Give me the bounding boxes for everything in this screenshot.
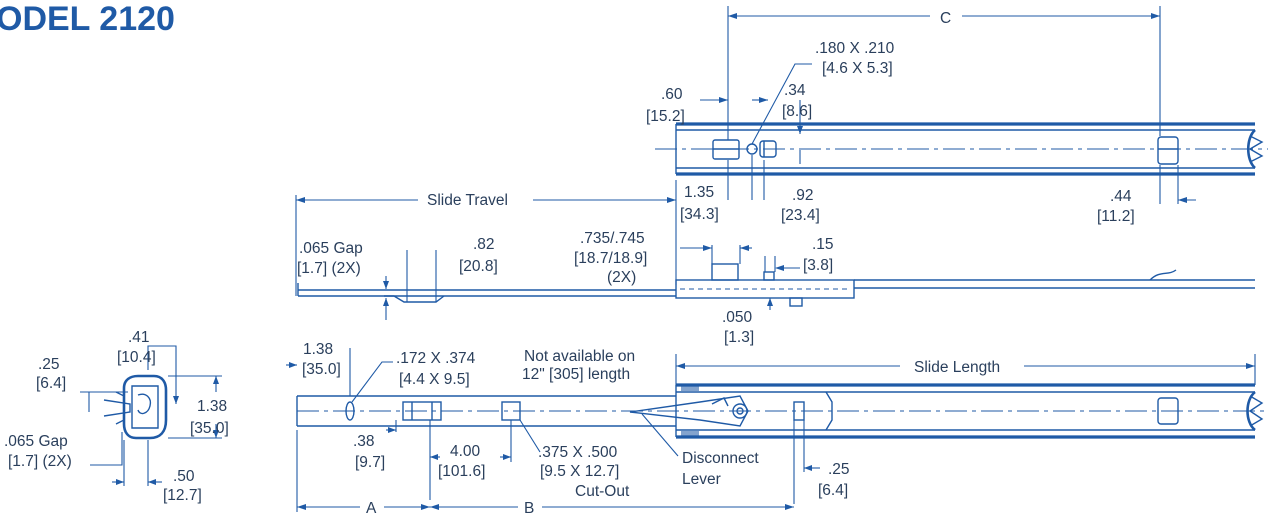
- dim-050: .050: [722, 309, 753, 326]
- dimension-slide-travel: [295, 180, 677, 296]
- dim-025a-mm: [6.4]: [36, 375, 66, 392]
- dim-060: .60: [661, 86, 683, 103]
- label-slide-length: Slide Length: [914, 359, 1000, 376]
- dimension-c: [727, 6, 1161, 140]
- model-title: ODEL 2120: [0, 0, 175, 38]
- dim-050-mm: [1.3]: [724, 329, 754, 346]
- dim-015-mm: [3.8]: [803, 257, 833, 274]
- lever-label-2: Lever: [682, 471, 721, 488]
- cutout-size-mm: [9.5 X 12.7]: [540, 463, 619, 480]
- cross-section-view: [103, 374, 168, 440]
- hole-size-mm: [4.6 X 5.3]: [822, 60, 893, 77]
- gap-top-mm: [1.7] (2X): [297, 260, 361, 277]
- gap-top: .065 Gap: [299, 240, 363, 257]
- dim-082-mm: [20.8]: [459, 258, 498, 275]
- dim-044-mm: [11.2]: [1097, 208, 1135, 225]
- label-slide-travel: Slide Travel: [427, 192, 508, 209]
- dim-135-mm: [34.3]: [680, 206, 719, 223]
- dim-735: .735/.745: [580, 230, 645, 247]
- top-view-rail: [655, 122, 1268, 176]
- bottom-view-slide: [296, 383, 1268, 439]
- dim-138: 1.38: [303, 341, 333, 358]
- lever-label-1: Disconnect: [682, 450, 759, 467]
- slot-size: .172 X .374: [396, 350, 476, 367]
- label-a: A: [366, 500, 377, 514]
- cutout-size: .375 X .500: [538, 444, 618, 461]
- dim-041-mm: [10.4]: [117, 349, 156, 366]
- dim-735-mm: [18.7/18.9]: [574, 250, 647, 267]
- dim-038: .38: [353, 433, 375, 450]
- label-c: C: [940, 10, 951, 27]
- dim-135: 1.35: [684, 184, 714, 201]
- dim-034-mm: [8.6]: [782, 103, 812, 120]
- gap-side: .065 Gap: [4, 433, 68, 450]
- dim-050s: .50: [173, 468, 195, 485]
- label-b: B: [524, 500, 534, 514]
- dim-060-mm: [15.2]: [646, 108, 685, 125]
- dim-044: .44: [1110, 188, 1132, 205]
- cutout-label: Cut-Out: [575, 483, 630, 500]
- dim-138-side: 1.38: [197, 398, 227, 415]
- dim-400-mm: [101.6]: [438, 463, 485, 480]
- dim-092-mm: [23.4]: [781, 207, 820, 224]
- dim-092: .92: [792, 187, 814, 204]
- dim-138-mm: [35.0]: [302, 361, 341, 378]
- slot-size-mm: [4.4 X 9.5]: [399, 371, 470, 388]
- dim-050s-mm: [12.7]: [163, 487, 202, 504]
- dim-138-side-mm: [35.0]: [190, 420, 229, 437]
- dim-082: .82: [473, 236, 495, 253]
- dim-400: 4.00: [450, 443, 481, 460]
- dim-015: .15: [812, 236, 834, 253]
- dim-735-qty: (2X): [607, 269, 636, 286]
- note-line-1: Not available on: [524, 348, 635, 365]
- dim-025b-mm: [6.4]: [818, 482, 848, 499]
- dim-025b: .25: [828, 461, 850, 478]
- dim-041: .41: [128, 329, 150, 346]
- gap-side-mm: [1.7] (2X): [8, 453, 72, 470]
- dim-038-mm: [9.7]: [355, 454, 385, 471]
- hole-size: .180 X .210: [815, 40, 895, 57]
- side-view-slide: [297, 263, 1255, 307]
- dim-034: .34: [784, 82, 806, 99]
- dim-025a: .25: [38, 356, 60, 373]
- note-line-2: 12" [305] length: [522, 366, 630, 383]
